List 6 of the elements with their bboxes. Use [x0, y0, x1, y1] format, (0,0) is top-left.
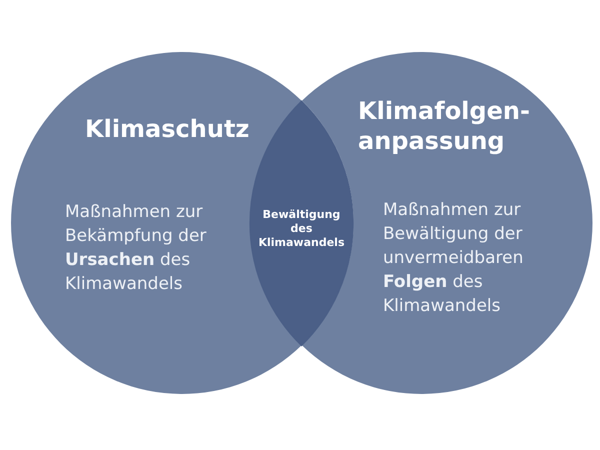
circle-heading: Klimaschutz [85, 114, 250, 144]
circle-heading: Klimafolgen-anpassung [358, 96, 531, 156]
circle-description: Maßnahmen zur Bewältigung der unvermeidbaren Folgen des Klimawandels [383, 199, 524, 318]
overlap-label: Bewältigung des Klimawandels [258, 208, 346, 250]
overlap-lens [250, 100, 353, 346]
circle-description: Maßnahmen zur Bekämpfung der Ursachen des Klimawandels [65, 201, 208, 296]
